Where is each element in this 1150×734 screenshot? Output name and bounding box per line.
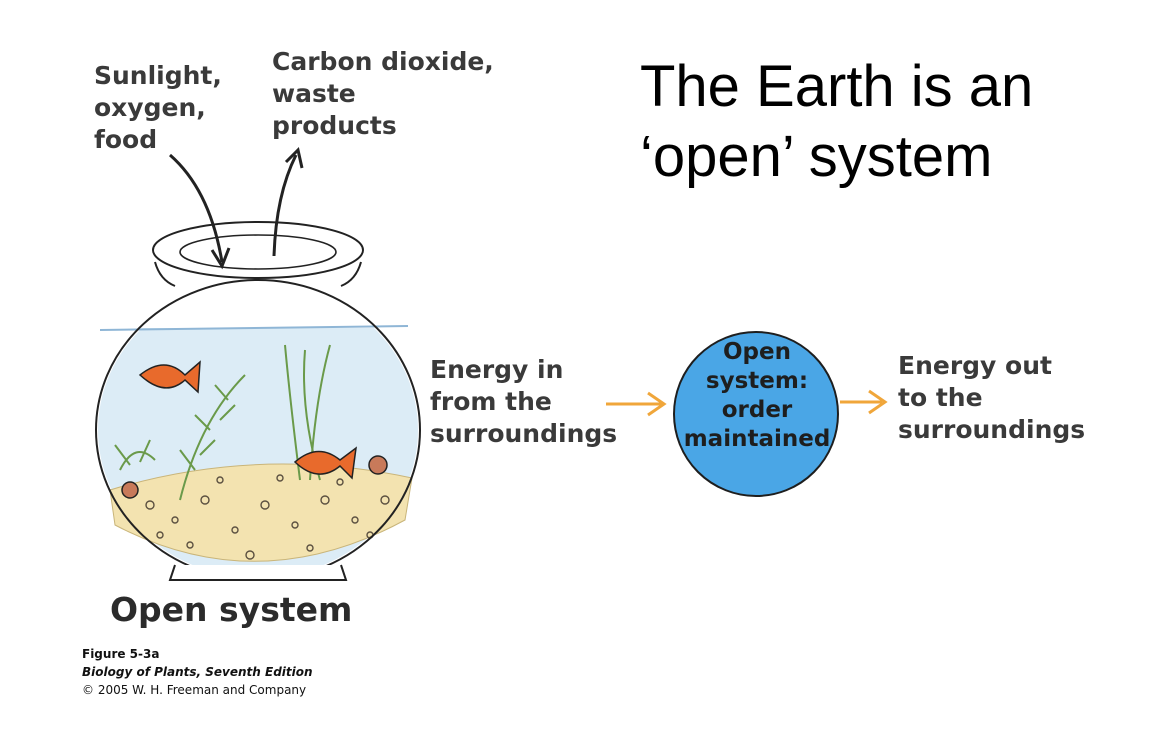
gravel-dots [145,474,390,560]
figure-book-title: Biology of Plants, Seventh Edition [82,665,313,679]
page-title: The Earth is an ‘open’ system [640,54,1034,189]
input-label: Sunlight, oxygen, food [94,61,222,154]
fishbowl-illustration [90,221,430,581]
bowl-rim-inner [179,234,337,270]
figure-copyright: © 2005 W. H. Freeman and Company [82,683,307,697]
bowl-gravel [109,463,413,562]
figure-number: Figure 5-3a [82,647,160,661]
snail-illustration [121,455,388,499]
energy-out-label: Energy out to the surroundings [898,351,1086,444]
fish-illustration [138,360,357,480]
energy-in-label: Energy in from the surroundings [430,355,618,448]
output-label: Carbon dioxide, waste products [272,47,494,140]
input-arrow [169,153,224,263]
bowl-flow-arrows [169,147,304,270]
circle-label: Open system: order maintained [683,339,831,452]
bowl-base [168,564,348,581]
open-system-circle [673,331,839,497]
output-arrow [272,154,298,257]
figure-caption: Figure 5-3a Biology of Plants, Seventh E… [82,645,313,699]
energy-arrows [606,389,888,417]
system-label: Open system [110,590,353,629]
